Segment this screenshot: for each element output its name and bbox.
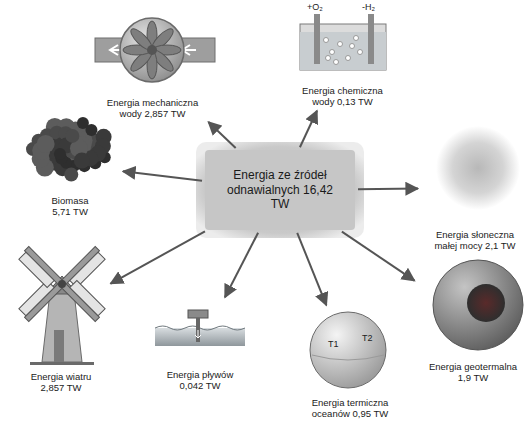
source-label: Energia chemiczna wody 0,13 TW [285,4,400,108]
hub-glow [196,142,364,238]
sun-glow [436,126,520,210]
node-text: Biomasa 5,71 TW [44,196,96,218]
water-tank [300,14,386,70]
biomass-tree [26,117,112,182]
central-box: Energia ze źródeł odnawialnych 16,42 TW [205,150,355,230]
arrow-connector [300,111,317,148]
arrow-connector [342,232,415,281]
arrow-connector [123,171,202,180]
node-text: Energia mechaniczna wody 2,857 TW [100,98,205,120]
gas-label: -H₂ [362,3,375,12]
arrow-connector [358,188,418,191]
node-text: Energia ze źródeł odnawialnych 16,42 TW [225,168,335,211]
water-turbine [95,18,215,82]
arrow-connector [208,122,235,148]
node-text: Energia pływów 0,042 TW [159,370,241,392]
arrow-connector [297,233,326,305]
source-label: Energia wiatru 2,857 TW [14,228,108,394]
node-text: Energia chemiczna wody 0,13 TW [295,86,390,108]
ocean-globe [310,312,386,388]
node-text: Energia termiczna oceanów 0,95 TW [294,398,406,420]
temperature-label: T2 [362,334,373,343]
source-label: Energia słoneczna małej mocy 2,1 TW [421,124,529,252]
windmill [17,239,106,365]
earth-globe [433,260,523,350]
arrow-connector [111,231,205,283]
source-label: Energia geotermalna 1,9 TW [417,256,529,384]
node-text: Energia słoneczna małej mocy 2,1 TW [427,230,523,252]
node-text: Energia wiatru 2,857 TW [23,372,99,394]
arrow-connector [225,233,258,298]
source-label: Energia pływów 0,042 TW [148,300,252,392]
source-label: Energia termiczna oceanów 0,95 TW [292,308,408,420]
tidal-water [155,310,245,346]
gas-label: +O₂ [307,3,323,12]
source-label: Energia mechaniczna wody 2,857 TW [90,18,215,120]
source-label: Biomasa 5,71 TW [20,112,120,218]
node-text: Energia geotermalna 1,9 TW [423,362,523,384]
temperature-label: T1 [328,340,339,349]
